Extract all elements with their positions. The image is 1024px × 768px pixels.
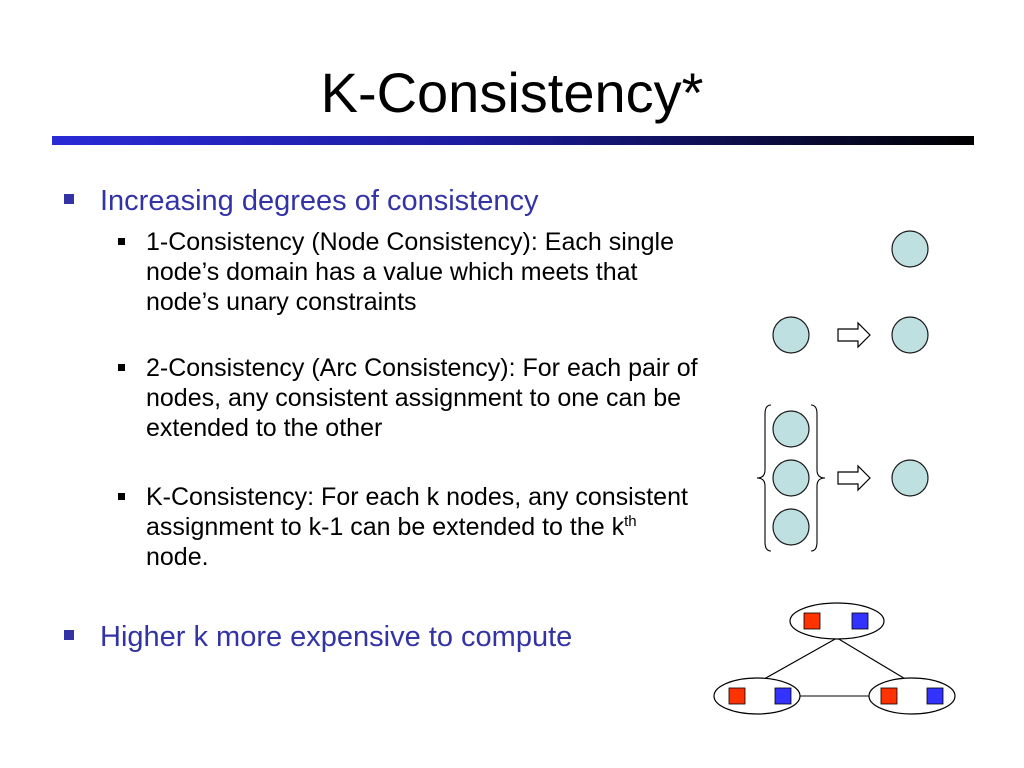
slide-title: K-Consistency* [320, 61, 704, 124]
node-circle [772, 316, 810, 354]
left-brace-icon [756, 404, 772, 552]
domain-ellipse [713, 677, 801, 715]
node-consistency-diagram [891, 230, 929, 268]
sub-bullet-text: 1-Consistency (Node Consistency): Each s… [146, 228, 675, 316]
sub-bullet-text: 2-Consistency (Arc Consistency): For eac… [146, 354, 698, 442]
domain-value-blue [926, 687, 944, 705]
consistency-diagrams [713, 230, 956, 715]
graph-edge [756, 637, 838, 684]
square-bullet-icon [64, 194, 74, 204]
square-bullet-icon [118, 493, 125, 500]
title-divider [52, 136, 974, 145]
graph-edge [836, 637, 913, 684]
domain-ellipse [868, 677, 956, 715]
k-consistency-diagram [756, 404, 929, 552]
bullet-text: Increasing degrees of consistency [100, 185, 539, 217]
node-circle [891, 459, 929, 497]
node-circle [772, 508, 810, 546]
right-arrow-icon [837, 464, 871, 492]
right-brace-icon [810, 404, 826, 552]
right-arrow-icon [837, 321, 871, 349]
square-bullet-icon [118, 364, 125, 371]
superscript-th: th [624, 513, 637, 530]
sub-bullet-text-main: K-Consistency: For each k nodes, any con… [146, 483, 688, 541]
domain-value-red [728, 687, 746, 705]
domain-value-red [803, 612, 821, 630]
square-bullet-icon [118, 238, 125, 245]
node-circle [891, 316, 929, 354]
domain-value-blue [774, 687, 792, 705]
arc-consistency-diagram [772, 316, 929, 354]
domain-ellipse [789, 602, 885, 640]
node-circle [772, 459, 810, 497]
node-circle [772, 410, 810, 448]
bullet-text: Higher k more expensive to compute [100, 621, 573, 653]
sub-bullet-text: K-Consistency: For each k nodes, any con… [146, 482, 706, 572]
domain-value-blue [851, 612, 869, 630]
square-bullet-icon [64, 630, 74, 640]
node-circle [891, 230, 929, 268]
sub-bullet-text-end: node. [146, 543, 209, 571]
domain-graph-diagram [713, 602, 956, 715]
domain-value-red [880, 687, 898, 705]
